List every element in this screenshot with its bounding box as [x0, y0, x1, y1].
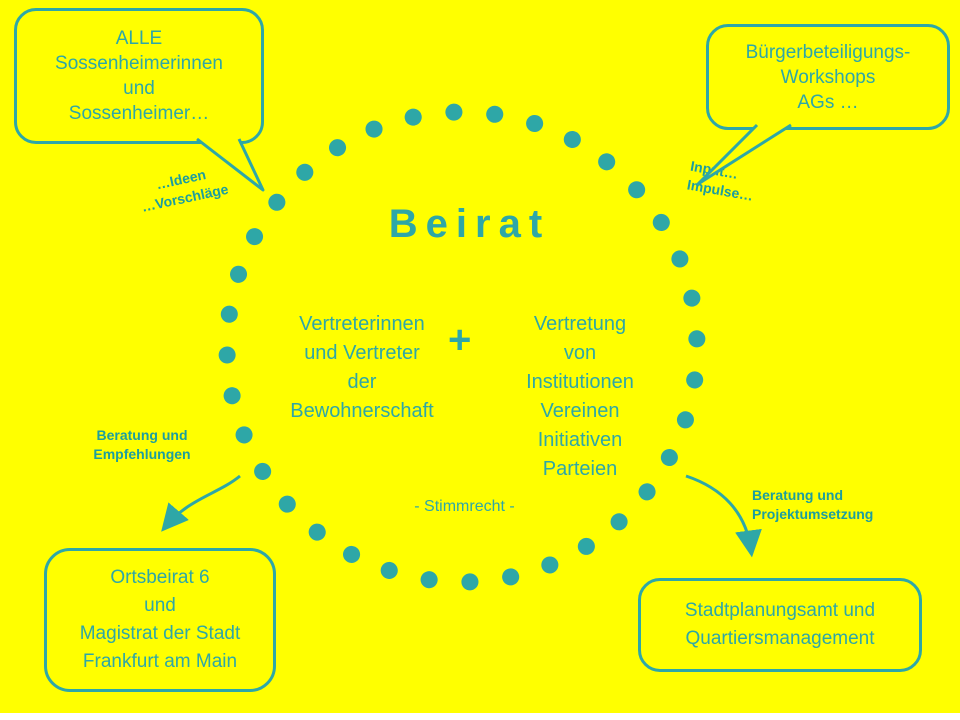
- callout-ortsbeirat: Ortsbeirat 6 und Magistrat der Stadt Fra…: [44, 548, 276, 692]
- slide-bottom-edge: [0, 713, 960, 720]
- plus-sign: +: [448, 318, 472, 362]
- callout-workshops: Bürgerbeteiligungs- Workshops AGs …: [706, 24, 950, 130]
- callout-ortsbeirat-text: Ortsbeirat 6 und Magistrat der Stadt Fra…: [79, 567, 241, 672]
- callout-alle-sossenheimer: ALLE Sossenheimerinnen und Sossenheimer…: [14, 8, 264, 144]
- callout-workshops-text: Bürgerbeteiligungs- Workshops AGs …: [745, 41, 911, 113]
- diagram-title: Beirat: [388, 202, 551, 246]
- voting-right-note: - Stimmrecht -: [414, 498, 515, 515]
- members-residents-text: Vertreterinnen und Vertreter der Bewohne…: [290, 313, 434, 422]
- members-institutions-text: Vertretung von Institutionen Vereinen In…: [526, 313, 634, 480]
- label-beratung-projektumsetzung: Beratung und Projektumsetzung: [752, 487, 874, 522]
- label-beratung-empfehlungen: Beratung und Empfehlungen: [93, 427, 191, 462]
- dotted-circle: [218, 103, 706, 591]
- callout-alle-sossenheimer-text: ALLE Sossenheimerinnen und Sossenheimer…: [55, 28, 223, 124]
- callout-stadtplanungsamt: Stadtplanungsamt und Quartiersmanagement: [638, 578, 922, 672]
- callout-stadtplanungsamt-text: Stadtplanungsamt und Quartiersmanagement: [684, 600, 876, 649]
